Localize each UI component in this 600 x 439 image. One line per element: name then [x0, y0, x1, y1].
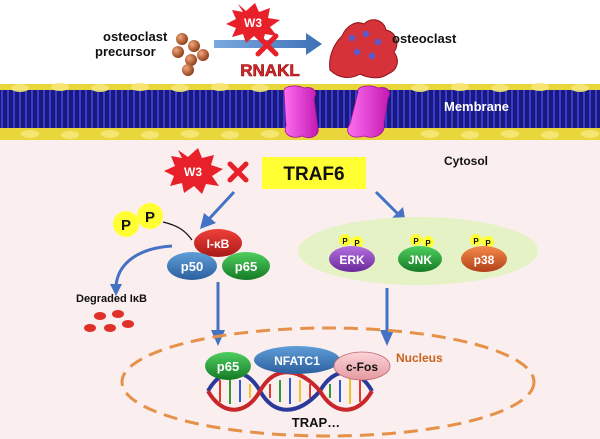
- precursor-label-line2: precursor: [95, 44, 156, 59]
- erk-phospho-2: P: [354, 239, 360, 248]
- w3-star-top: W3: [226, 3, 280, 44]
- p65-nuclear-label: p65: [217, 359, 239, 374]
- membrane-receptor-left: [283, 85, 319, 138]
- arrow-nfkb-to-nucleus: [211, 282, 225, 346]
- cfos-oval: [333, 351, 391, 381]
- membrane-label: Membrane: [444, 99, 509, 114]
- p38-group: P P p38: [461, 234, 507, 272]
- ikb-label: I-κB: [207, 237, 230, 251]
- rankl-label: RNAKL: [240, 61, 300, 80]
- jnk-phospho-1: P: [413, 237, 419, 246]
- arrow-mapk-to-nucleus: [380, 288, 394, 346]
- arrow-traf6-to-ikb: [200, 190, 236, 229]
- block-x-cytosol: [227, 161, 249, 183]
- precursor-label-line1: osteoclast: [103, 29, 168, 44]
- ikb-oval: [194, 229, 242, 257]
- nfatc1-label: NFATC1: [274, 354, 320, 368]
- nucleus-boundary: [120, 326, 536, 438]
- nfatc1-oval: [254, 346, 340, 374]
- jnk-label: JNK: [408, 253, 432, 267]
- p38-label: p38: [474, 253, 495, 267]
- p65-label: p65: [235, 259, 257, 274]
- p50-oval: [167, 252, 217, 280]
- erk-phospho-1: P: [342, 237, 348, 246]
- phosphate-label-1: P: [121, 217, 131, 234]
- jnk-oval: [398, 246, 442, 272]
- block-x-top: [255, 33, 279, 57]
- erk-oval: [329, 246, 375, 272]
- degraded-ikb-label: Degraded IκB: [76, 293, 147, 305]
- traf6-label: TRAF6: [283, 164, 344, 185]
- p38-phospho-1: P: [473, 237, 479, 246]
- erk-label: ERK: [339, 253, 365, 267]
- w3-label-cytosol: W3: [184, 165, 202, 179]
- jnk-phospho-2: P: [425, 239, 431, 248]
- w3-label-top: W3: [244, 16, 262, 30]
- arrow-to-degradation: [110, 244, 173, 296]
- phosphate-label-2: P: [145, 209, 155, 226]
- erk-group: P P ERK: [329, 234, 375, 272]
- jnk-group: P P JNK: [398, 234, 442, 272]
- w3-star-cytosol: W3: [164, 148, 223, 194]
- p38-phospho-2: P: [485, 239, 491, 248]
- phosphate-pair: P P: [113, 203, 163, 237]
- p50-label: p50: [181, 259, 203, 274]
- p65-nuclear-oval: [205, 352, 251, 380]
- osteoclast-label: osteoclast: [392, 31, 457, 46]
- p38-oval: [461, 246, 507, 272]
- degraded-fragments: [84, 310, 134, 332]
- cytosol-label: Cytosol: [444, 154, 488, 168]
- p65-oval: [222, 252, 270, 280]
- trap-gene-label: TRAP…: [292, 415, 340, 430]
- cfos-label: c-Fos: [346, 360, 378, 374]
- traf6-box: [262, 157, 366, 189]
- membrane-receptor-right: [347, 85, 390, 138]
- osteoclast-precursor-cells: [172, 33, 209, 76]
- nucleus-label: Nucleus: [396, 351, 443, 365]
- mature-osteoclast: [329, 19, 398, 79]
- phosphate-link: [162, 221, 193, 241]
